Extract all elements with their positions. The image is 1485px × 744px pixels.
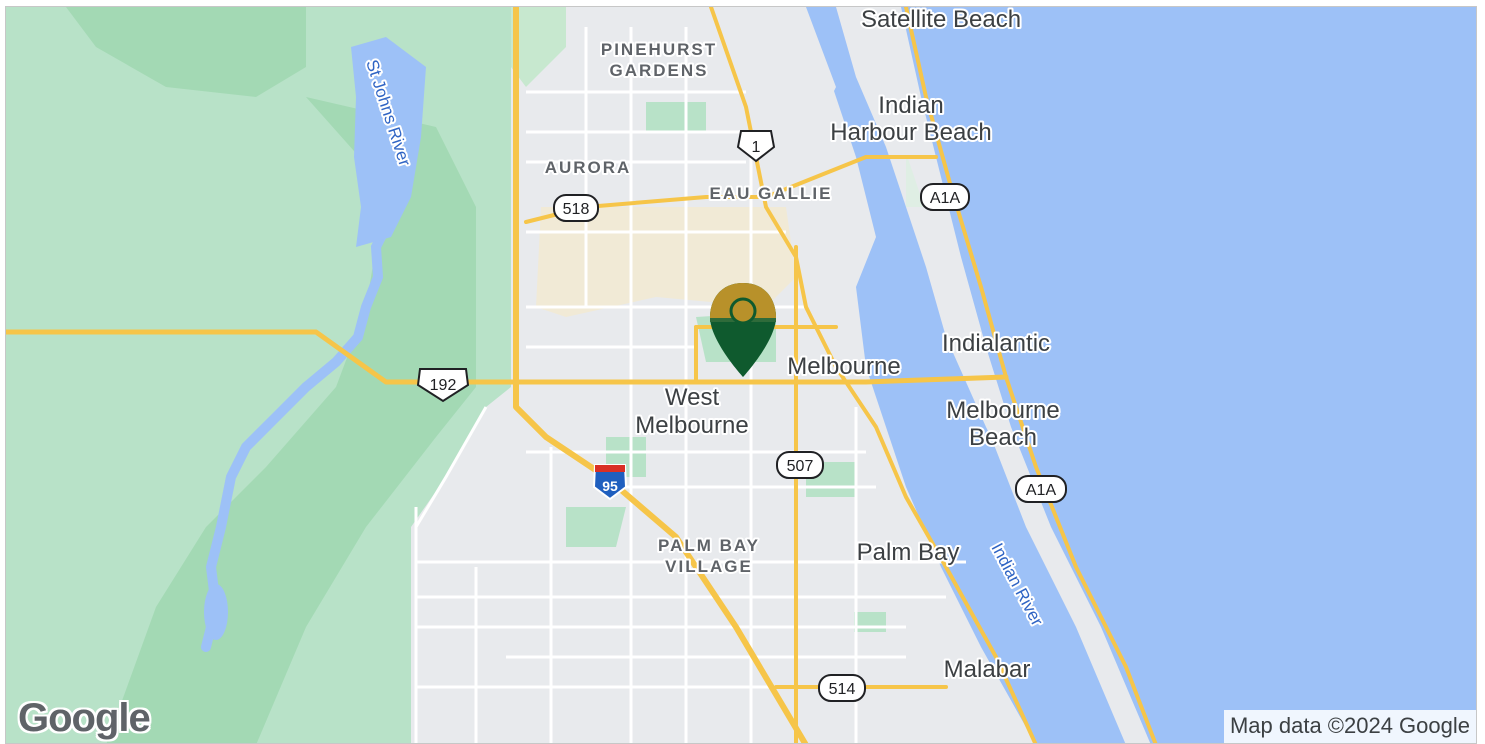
label-palm-bay-village: VILLAGE [665, 557, 753, 576]
shield-label: 1 [752, 139, 761, 156]
label-palm-bay: Palm Bay [857, 539, 960, 566]
shield-label: A1A [1026, 482, 1057, 499]
county-road-518-shield: 518 [553, 194, 599, 222]
label-malabar: Malabar [944, 656, 1031, 683]
park-patch [646, 102, 706, 132]
label-pinehurst-gardens: GARDENS [609, 61, 708, 80]
label-west-melbourne: Melbourne [635, 412, 748, 439]
map-attribution[interactable]: Map data ©2024 Google [1223, 710, 1476, 743]
label-west-melbourne: West [665, 384, 720, 411]
island [786, 7, 836, 107]
us-route-1-shield: 1 [736, 130, 776, 163]
label-indialantic: Indialantic [942, 330, 1050, 357]
google-logo: Google [18, 696, 151, 740]
label-aurora: AURORA [545, 158, 632, 177]
atlantic-ocean [896, 7, 1476, 743]
park-area-central [106, 97, 476, 743]
lake [351, 37, 426, 247]
lake [204, 584, 228, 640]
shield-label: 95 [602, 478, 618, 494]
a1a-north-shield: A1A [920, 183, 970, 211]
shield-label: 518 [563, 201, 590, 218]
shield-label: A1A [930, 190, 961, 207]
park-patch [854, 612, 886, 632]
label-melbourne-beach: Melbourne [946, 397, 1059, 424]
label-palm-bay-village: PALM BAY [658, 536, 760, 555]
label-eau-gallie: EAU GALLIE [710, 184, 833, 203]
park-area-north [66, 7, 306, 97]
interstate-95-shield: 95 [592, 464, 628, 501]
indian-river-lagoon [711, 7, 1205, 743]
county-road-514-shield: 514 [818, 674, 866, 702]
location-pin-icon[interactable] [710, 283, 776, 377]
park-patch [566, 507, 626, 547]
shield-label: 192 [430, 377, 457, 394]
us-route-192-shield: 192 [416, 368, 470, 403]
map-canvas[interactable]: 1 518 A1A 192 95 507 A1A 514 Satellite B… [6, 7, 1477, 744]
label-indian-harbour-beach: Harbour Beach [830, 119, 991, 146]
a1a-south-shield: A1A [1015, 475, 1067, 503]
shield-label: 514 [829, 681, 856, 698]
label-melbourne: Melbourne [787, 353, 900, 380]
label-indian-harbour-beach: Indian [878, 92, 943, 119]
label-satellite-beach: Satellite Beach [861, 7, 1021, 33]
map-container[interactable]: 1 518 A1A 192 95 507 A1A 514 Satellite B… [5, 6, 1477, 744]
shield-label: 507 [787, 458, 814, 475]
label-melbourne-beach: Beach [969, 424, 1037, 451]
label-pinehurst-gardens: PINEHURST [601, 40, 717, 59]
park-area-small [511, 7, 566, 87]
county-road-507-shield: 507 [776, 451, 824, 479]
